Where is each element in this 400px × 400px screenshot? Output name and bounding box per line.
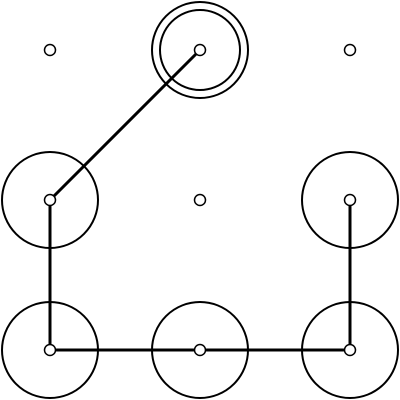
node-dot xyxy=(193,43,207,57)
node-dot xyxy=(193,193,207,207)
selected-ring xyxy=(151,301,249,399)
node-dot xyxy=(43,43,57,57)
pattern-node-2[interactable] xyxy=(151,1,249,99)
current-ring xyxy=(159,9,241,91)
selected-ring xyxy=(1,301,99,399)
pattern-node-1[interactable] xyxy=(2,2,98,98)
pattern-path xyxy=(48,48,352,352)
node-dot xyxy=(193,343,207,357)
pattern-node-5[interactable] xyxy=(152,152,248,248)
node-hit-area[interactable] xyxy=(2,2,98,98)
node-dot xyxy=(43,193,57,207)
selected-ring xyxy=(301,301,399,399)
node-hit-area[interactable] xyxy=(152,2,248,98)
pattern-node-7[interactable] xyxy=(1,301,99,399)
selected-ring xyxy=(1,151,99,249)
pattern-node-4[interactable] xyxy=(1,151,99,249)
node-dot xyxy=(43,343,57,357)
node-hit-area[interactable] xyxy=(302,302,398,398)
node-hit-area[interactable] xyxy=(152,152,248,248)
node-dot xyxy=(343,343,357,357)
node-dot xyxy=(343,193,357,207)
node-dot xyxy=(343,43,357,57)
pattern-line xyxy=(48,48,352,352)
node-hit-area[interactable] xyxy=(302,152,398,248)
pattern-node-9[interactable] xyxy=(301,301,399,399)
node-hit-area[interactable] xyxy=(2,302,98,398)
node-hit-area[interactable] xyxy=(152,302,248,398)
selected-ring xyxy=(301,151,399,249)
pattern-node-6[interactable] xyxy=(301,151,399,249)
node-hit-area[interactable] xyxy=(2,152,98,248)
node-hit-area[interactable] xyxy=(302,2,398,98)
selected-ring xyxy=(151,1,249,99)
pattern-node-8[interactable] xyxy=(151,301,249,399)
pattern-node-3[interactable] xyxy=(302,2,398,98)
